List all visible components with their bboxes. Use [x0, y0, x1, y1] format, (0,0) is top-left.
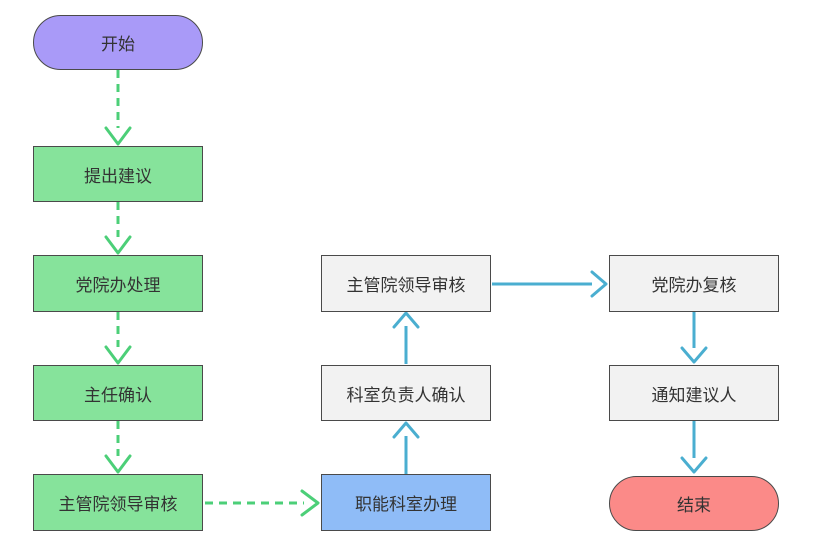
department-handle-node: 职能科室办理	[321, 474, 491, 531]
arrowhead-leader-left	[104, 454, 132, 474]
arrowhead-director	[104, 345, 132, 365]
arrowhead-recheck	[590, 270, 608, 298]
notify-proposer-node: 通知建议人	[609, 365, 779, 421]
arrowhead-section-head	[392, 421, 420, 439]
propose-node: 提出建议	[33, 146, 203, 202]
start-node: 开始	[33, 15, 203, 70]
end-node: 结束	[609, 476, 779, 531]
party-office-recheck-node: 党院办复核	[609, 255, 779, 312]
arrowhead-notify	[680, 346, 708, 364]
arrowhead-department	[300, 489, 320, 517]
section-head-confirm-node: 科室负责人确认	[321, 365, 491, 421]
leader-review-right-node: 主管院领导审核	[321, 255, 491, 312]
arrowhead-party-office	[104, 235, 132, 255]
arrowhead-propose	[104, 126, 132, 146]
party-office-handle-node: 党院办处理	[33, 255, 203, 312]
arrowhead-end	[680, 456, 708, 474]
leader-review-left-node: 主管院领导审核	[33, 474, 203, 531]
arrowhead-leader-right	[392, 311, 420, 329]
director-confirm-node: 主任确认	[33, 365, 203, 421]
